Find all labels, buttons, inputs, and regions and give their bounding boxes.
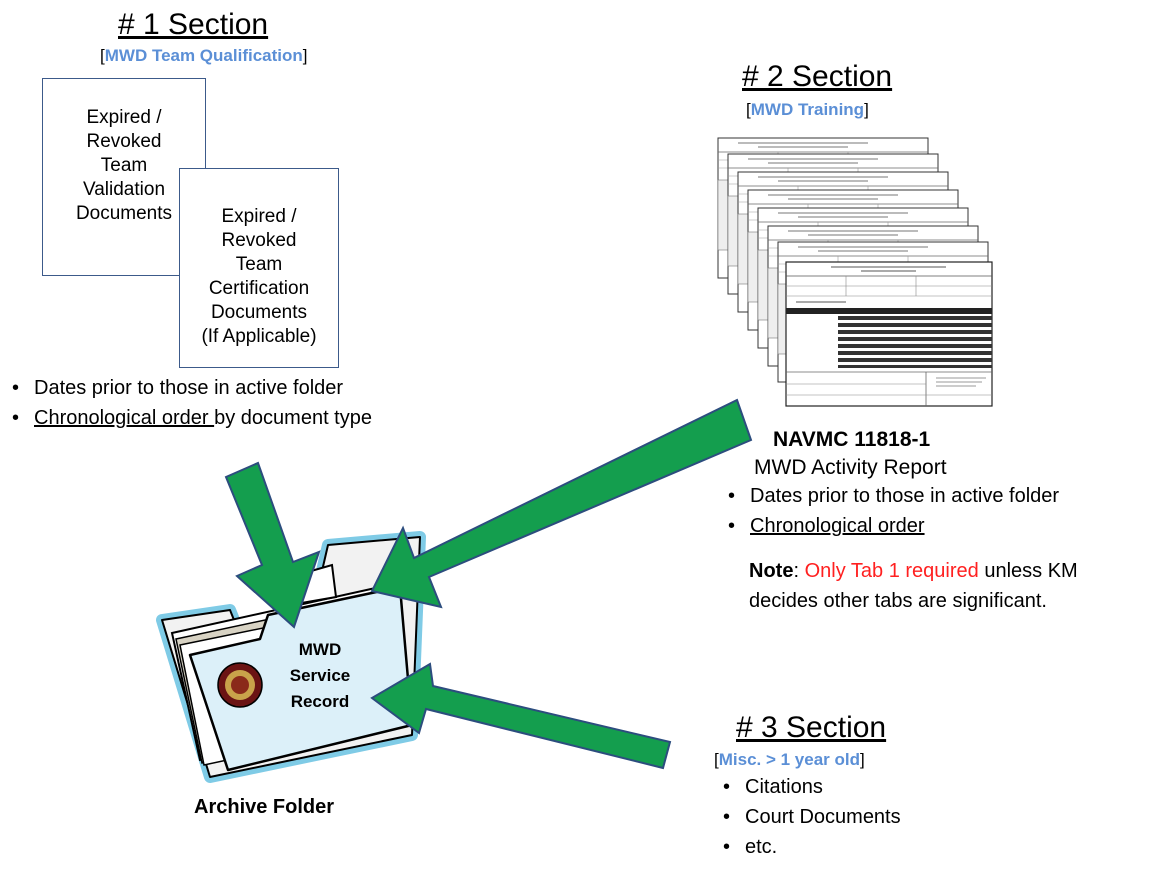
folder-caption: Archive Folder — [194, 796, 335, 818]
certification-documents-box: Expired / Revoked Team Certification Doc… — [179, 168, 339, 368]
list-item: Chronological order — [728, 511, 1059, 541]
section2-bullets: Dates prior to those in active folder Ch… — [728, 481, 1059, 541]
folder-label-line1: MWD — [299, 640, 341, 659]
list-item: Dates prior to those in active folder — [728, 481, 1059, 511]
section1-title: # 1 Section — [118, 8, 269, 41]
section3-bullets: Citations Court Documents etc. — [723, 772, 901, 862]
section3-subtitle: [Misc. > 1 year old] — [714, 750, 865, 769]
section2-title: # 2 Section — [742, 60, 893, 93]
form-number: NAVMC 11818-1 — [773, 428, 931, 451]
archive-folder-icon: MWD Service Record — [156, 531, 426, 783]
activity-report-stack-image — [717, 137, 993, 407]
folder-label-line3: Record — [291, 692, 350, 711]
section2-subtitle: [MWD Training] — [746, 100, 869, 119]
folder-label-line2: Service — [290, 666, 351, 685]
list-item: Citations — [723, 772, 901, 802]
list-item: Chronological order by document type — [12, 403, 372, 433]
section1-bullets: Dates prior to those in active folder Ch… — [12, 373, 372, 433]
list-item: Dates prior to those in active folder — [12, 373, 372, 403]
form-name: MWD Activity Report — [754, 456, 947, 479]
list-item: etc. — [723, 832, 901, 862]
list-item: Court Documents — [723, 802, 901, 832]
section2-note: Note: Only Tab 1 required unless KM deci… — [749, 560, 1078, 612]
section1-subtitle: [MWD Team Qualification] — [100, 46, 308, 65]
section3-title: # 3 Section — [736, 711, 887, 744]
validation-documents-box: Expired / Revoked Team Validation Docume… — [42, 78, 206, 276]
